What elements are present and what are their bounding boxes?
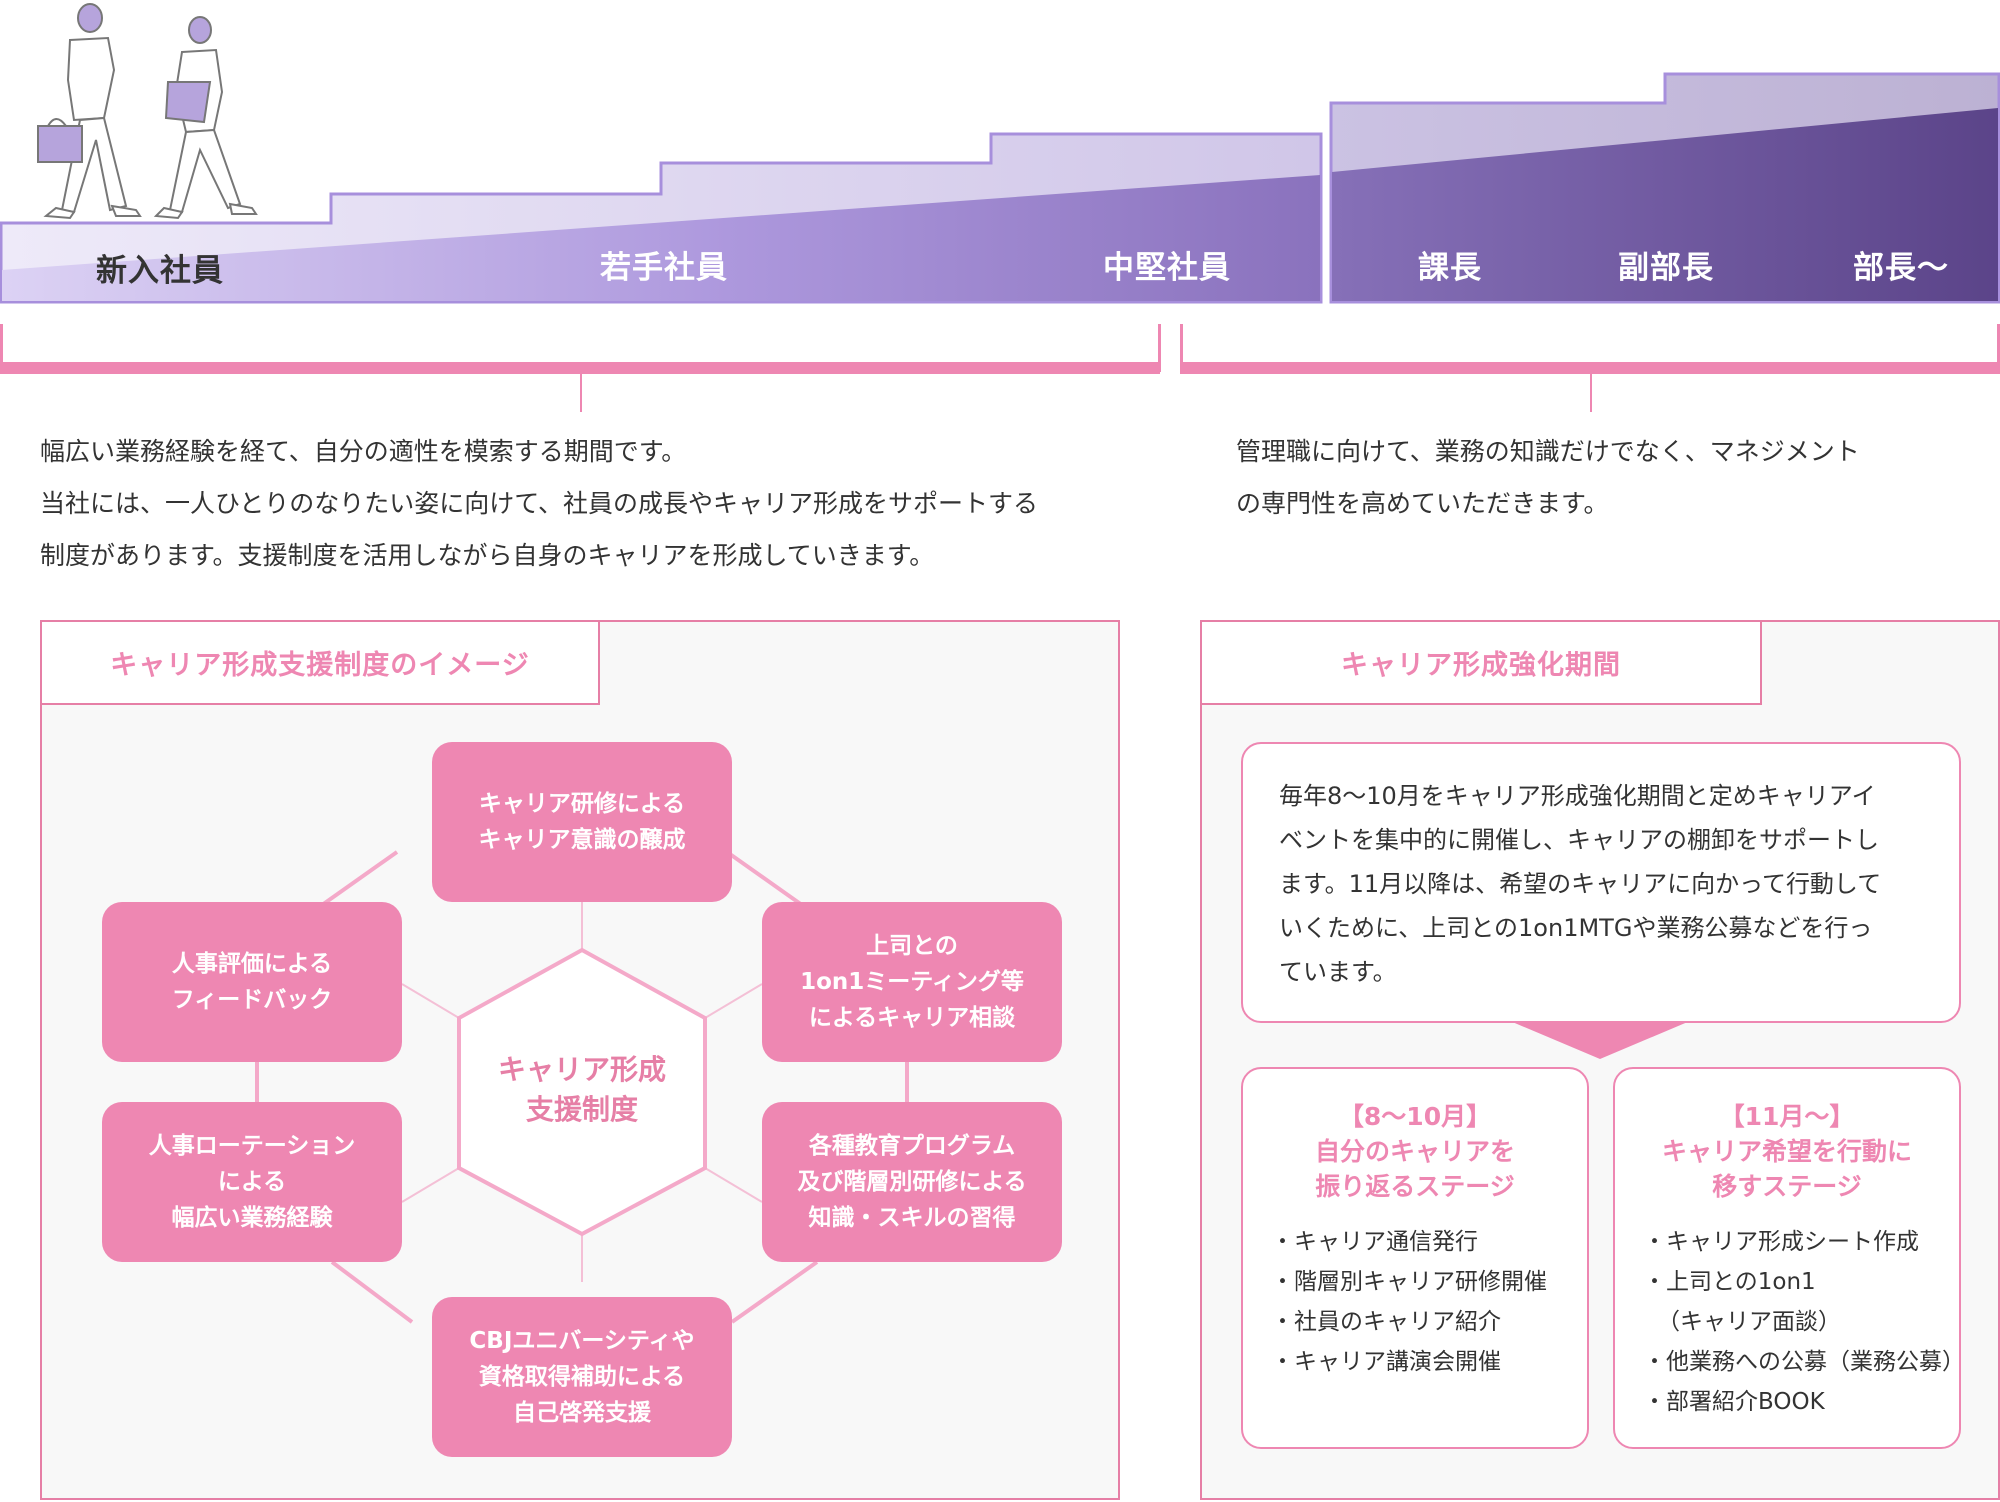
node-text: 人事ローテーション xyxy=(148,1133,356,1159)
bracket-manager-sides xyxy=(1180,324,2000,372)
center-label-line: キャリア形成 xyxy=(497,1053,666,1086)
stage-action-box: 【11月〜】 キャリア希望を行動に 移すステージ ・キャリア形成シート作成 ・上… xyxy=(1613,1067,1965,1449)
node-career-training: キャリア研修によるキャリア意識の醸成 xyxy=(432,742,732,902)
junior-period-description: 幅広い業務経験を経て、自分の適性を模索する期間です。 当社には、一人ひとりのなり… xyxy=(40,426,1038,582)
career-enhancement-panel: キャリア形成強化期間 毎年8〜10月をキャリア形成強化期間と定めキャリアイ ベン… xyxy=(1200,620,2000,1500)
bracket-junior-stem xyxy=(580,372,582,412)
stage-label-general-manager: 部長〜 xyxy=(1853,250,1949,286)
intro-line: いくために、上司との1on1MTGや業務公募などを行っ xyxy=(1279,914,1873,942)
bracket-junior-sides xyxy=(0,324,1161,372)
stage-list-item: ・他業務への公募（業務公募） xyxy=(1643,1349,1965,1375)
career-enhancement-panel-title: キャリア形成強化期間 xyxy=(1200,620,1762,705)
node-text: キャリア研修による xyxy=(478,791,686,817)
node-education-programs: 各種教育プログラム及び階層別研修による知識・スキルの習得 xyxy=(762,1102,1062,1262)
node-text: 1on1ミーティング等 xyxy=(800,969,1024,995)
node-text: 人事評価による xyxy=(171,951,333,977)
junior-description-line: 幅広い業務経験を経て、自分の適性を模索する期間です。 xyxy=(40,437,687,466)
staircase-manager-block xyxy=(1329,72,2000,304)
connector-line xyxy=(725,850,804,907)
node-text: によるキャリア相談 xyxy=(808,1005,1016,1031)
career-support-panel-title: キャリア形成支援制度のイメージ xyxy=(40,620,600,705)
connector-line xyxy=(730,1260,819,1324)
stage-title-line: 【11月〜】 xyxy=(1719,1102,1855,1131)
spoke-line xyxy=(704,1167,763,1203)
stage-label-young-employee: 若手社員 xyxy=(600,250,728,286)
stage-list-item: ・キャリア通信発行 xyxy=(1271,1229,1478,1255)
walking-people-illustration xyxy=(37,3,258,220)
stage-title-line: キャリア希望を行動に xyxy=(1661,1137,1912,1166)
stage-list-item: ・キャリア講演会開催 xyxy=(1271,1349,1501,1375)
career-support-panel: キャリア形成支援制度のイメージ キャリア形成 支援制度 キャリア研修によるキャリ… xyxy=(40,620,1120,1500)
stage-title-line: 移すステージ xyxy=(1712,1172,1862,1201)
spoke-line xyxy=(401,1167,460,1203)
stage-title-line: 振り返るステージ xyxy=(1315,1172,1515,1201)
manager-description-line: 管理職に向けて、業務の知識だけでなく、マネジメント xyxy=(1236,437,1860,466)
center-hexagon xyxy=(457,947,707,1237)
node-text: キャリア意識の醸成 xyxy=(478,827,686,853)
stage-reflect-box: 【8〜10月】 自分のキャリアを 振り返るステージ ・キャリア通信発行 ・階層別… xyxy=(1241,1067,1589,1449)
stage-label-deputy-general-manager: 副部長 xyxy=(1618,250,1714,286)
node-performance-feedback: 人事評価によるフィードバック xyxy=(102,902,402,1062)
stage-label-mid-level-employee: 中堅社員 xyxy=(1103,250,1231,286)
hexagon-network xyxy=(255,850,909,1324)
node-text: 幅広い業務経験 xyxy=(171,1205,333,1231)
connector-line xyxy=(330,1260,414,1324)
outer-connectors xyxy=(255,850,909,1324)
intro-line: ます。11月以降は、希望のキャリアに向かって行動して xyxy=(1279,870,1882,898)
stage-action-title: 【11月〜】 キャリア希望を行動に 移すステージ xyxy=(1615,1099,1959,1204)
inner-spokes xyxy=(401,902,763,1282)
career-staircase xyxy=(0,3,2000,304)
enhancement-intro-box: 毎年8〜10月をキャリア形成強化期間と定めキャリアイ ベントを集中的に開催し、キ… xyxy=(1241,742,1961,1023)
manager-description-line: の専門性を高めていただきます。 xyxy=(1236,489,1609,518)
stage-title-line: 自分のキャリアを xyxy=(1314,1137,1515,1166)
connector-line xyxy=(320,850,399,907)
stage-list-item-continued: （キャリア面談） xyxy=(1657,1309,1841,1335)
node-text: 知識・スキルの習得 xyxy=(808,1205,1016,1231)
stage-list-item: ・階層別キャリア研修開催 xyxy=(1271,1269,1547,1295)
center-label-line: 支援制度 xyxy=(525,1093,638,1126)
node-text: 上司との xyxy=(866,933,958,959)
stage-list-item: ・部署紹介BOOK xyxy=(1643,1389,1825,1415)
stage-label-section-manager: 課長 xyxy=(1418,250,1482,286)
stage-list-item: ・キャリア形成シート作成 xyxy=(1643,1229,1919,1255)
node-text: 資格取得補助による xyxy=(478,1364,686,1390)
stage-label-new-employee: 新入社員 xyxy=(96,253,224,289)
bracket-junior-bar xyxy=(0,362,1160,374)
manager-period-description: 管理職に向けて、業務の知識だけでなく、マネジメント の専門性を高めていただきます… xyxy=(1236,426,1860,530)
stage-list-item: ・上司との1on1 xyxy=(1643,1269,1816,1295)
node-text: CBJユニバーシティや xyxy=(469,1328,695,1354)
node-text: 各種教育プログラム xyxy=(808,1133,1016,1159)
stage-action-list: ・キャリア形成シート作成 ・上司との1on1 （キャリア面談） ・他業務への公募… xyxy=(1615,1222,1965,1422)
node-text: による xyxy=(217,1169,287,1195)
spoke-line xyxy=(704,983,763,1019)
junior-description-line: 制度があります。支援制度を活用しながら自身のキャリアを形成していきます。 xyxy=(40,541,935,570)
stage-reflect-title: 【8〜10月】 自分のキャリアを 振り返るステージ xyxy=(1243,1099,1587,1204)
center-label: キャリア形成 支援制度 xyxy=(482,1050,682,1130)
junior-description-line: 当社には、一人ひとりのなりたい姿に向けて、社員の成長やキャリア形成をサポートする xyxy=(40,489,1039,518)
node-self-development: CBJユニバーシティや資格取得補助による自己啓発支援 xyxy=(432,1297,732,1457)
arrow-down-icon xyxy=(1510,1021,1690,1059)
stage-title-line: 【8〜10月】 xyxy=(1338,1102,1492,1131)
staircase-junior-block xyxy=(0,132,1323,304)
spoke-line xyxy=(401,983,460,1019)
enhancement-intro-text: 毎年8〜10月をキャリア形成強化期間と定めキャリアイ ベントを集中的に開催し、キ… xyxy=(1243,744,1959,1024)
intro-line: ベントを集中的に開催し、キャリアの棚卸をサポートし xyxy=(1279,826,1879,854)
node-text: 自己啓発支援 xyxy=(512,1400,651,1426)
intro-line: 毎年8〜10月をキャリア形成強化期間と定めキャリアイ xyxy=(1279,782,1876,810)
bracket-manager-stem xyxy=(1590,372,1592,412)
intro-line: ています。 xyxy=(1279,958,1397,986)
node-text: 及び階層別研修による xyxy=(797,1169,1027,1195)
stage-list-item: ・社員のキャリア紹介 xyxy=(1271,1309,1501,1335)
stage-reflect-list: ・キャリア通信発行 ・階層別キャリア研修開催 ・社員のキャリア紹介 ・キャリア講… xyxy=(1243,1222,1587,1382)
node-text: フィードバック xyxy=(171,987,333,1013)
node-1on1-consultation: 上司との 1on1ミーティング等によるキャリア相談 xyxy=(762,902,1062,1062)
node-job-rotation: 人事ローテーションによる幅広い業務経験 xyxy=(102,1102,402,1262)
bracket-manager-bar xyxy=(1180,362,2000,374)
